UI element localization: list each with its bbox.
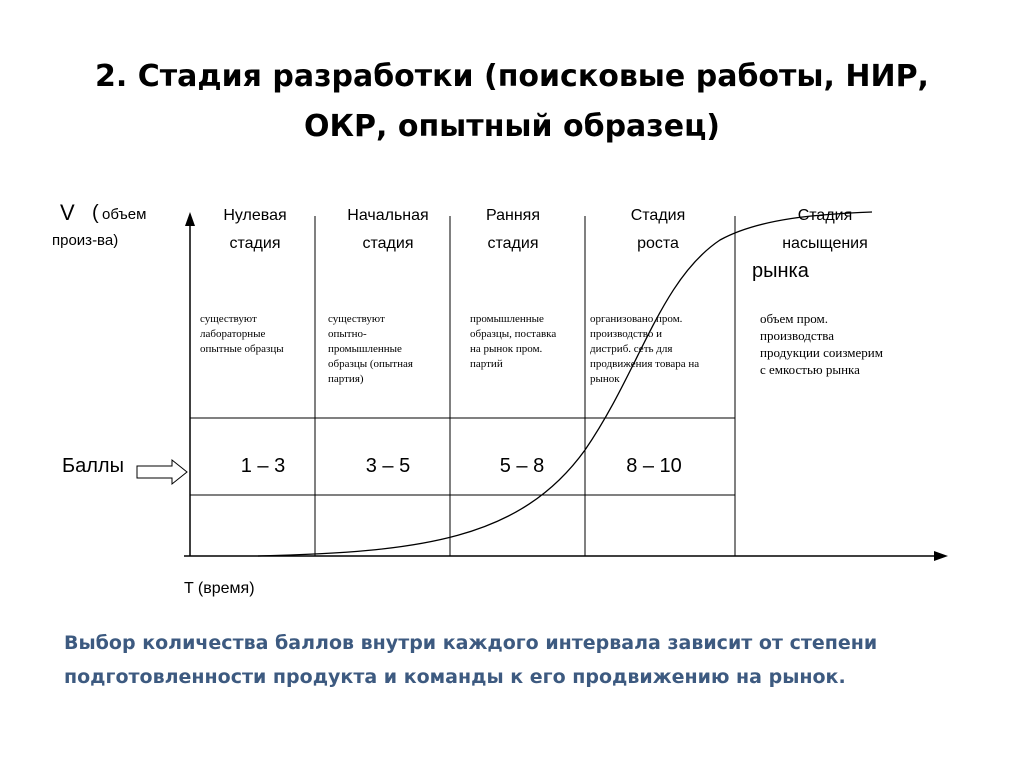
description-line: промышленные [328,343,402,355]
stage-header-line-2: роста [637,235,679,252]
scores-arrow-icon [136,458,188,486]
y-axis-label-line-1: объем [102,206,147,223]
stage-description-3: организовано пром. производство и дистри… [590,312,699,387]
description-line: производства [760,328,835,343]
stage-description-2: промышленные образцы, поставка на рынок … [470,312,556,372]
stage-header-line-2: стадия [229,235,281,252]
stage-header-line-2: стадия [487,235,539,252]
s-curve [257,211,873,557]
y-axis-symbol: V [60,200,75,225]
stage-header-line-1: Ранняя [485,207,541,224]
description-line: продвижения товара на [590,358,700,370]
description-line: производство и [590,328,662,340]
footer-note: Выбор количества баллов внутри каждого и… [64,626,877,694]
footer-note-line-1: Выбор количества баллов внутри каждого и… [64,632,878,654]
stage-header-4-line-3: рынка [752,260,809,282]
scores-label: Баллы [62,455,124,477]
description-line: промышленные [470,313,544,325]
stage-description-1: существуют опытно- промышленные образцы … [328,312,413,387]
description-line: рынок [590,373,620,385]
description-line: объем пром. [760,311,828,326]
slide-title-line-1: 2. Стадия разработки (поисковые работы, … [95,59,929,94]
description-line: с емкостью рынка [760,362,860,377]
y-axis-paren: ( [92,202,99,224]
footer-note-line-2: подготовленности продукта и команды к ег… [64,666,846,688]
stage-header-line-1: Начальная [347,207,429,224]
stage-header-line-2: стадия [362,235,414,252]
x-axis-arrowhead [934,551,948,561]
x-axis-label: T (время) [184,580,255,597]
description-line: на рынок пром. [470,343,543,355]
description-line: партия) [328,373,364,385]
description-line: существуют [328,313,385,325]
stage-header-line-1: Стадия [630,207,686,224]
stage-description-0: существуют лабораторные опытные образцы [200,312,284,357]
description-line: лабораторные [200,328,266,340]
stage-header-line-2: насыщения [782,235,868,252]
y-axis-label-line-2: произ-ва) [52,232,119,249]
description-line: опытные образцы [200,343,284,355]
stage-header-2: Ранняя стадия [458,202,568,258]
stage-score-2: 5 – 8 [499,455,545,477]
description-line: образцы, поставка [470,328,557,340]
description-line: образцы (опытная [328,358,413,370]
stage-header-0: Нулевая стадия [200,202,310,258]
description-line: партий [470,358,503,370]
description-line: продукции соизмерим [760,345,883,360]
stage-header-3: Стадия роста [603,202,713,258]
description-line: существуют [200,313,257,325]
stage-score-3: 8 – 10 [626,455,682,477]
slide-title: 2. Стадия разработки (поисковые работы, … [0,52,1024,152]
description-line: организовано пром. [590,313,683,325]
y-axis-arrowhead [185,212,195,226]
stage-score-0: 1 – 3 [240,455,286,477]
stage-header-line-1: Нулевая [223,207,287,224]
stage-description-4: объем пром. производства продукции соизм… [760,310,883,378]
description-line: дистриб. сеть для [590,343,673,355]
stage-header-1: Начальная стадия [328,202,448,258]
description-line: опытно- [328,328,367,340]
slide-title-line-2: ОКР, опытный образец) [303,109,721,144]
stage-header-line-1: Стадия [797,207,853,224]
stage-score-1: 3 – 5 [365,455,411,477]
stage-header-4: Стадия насыщения [760,202,890,258]
